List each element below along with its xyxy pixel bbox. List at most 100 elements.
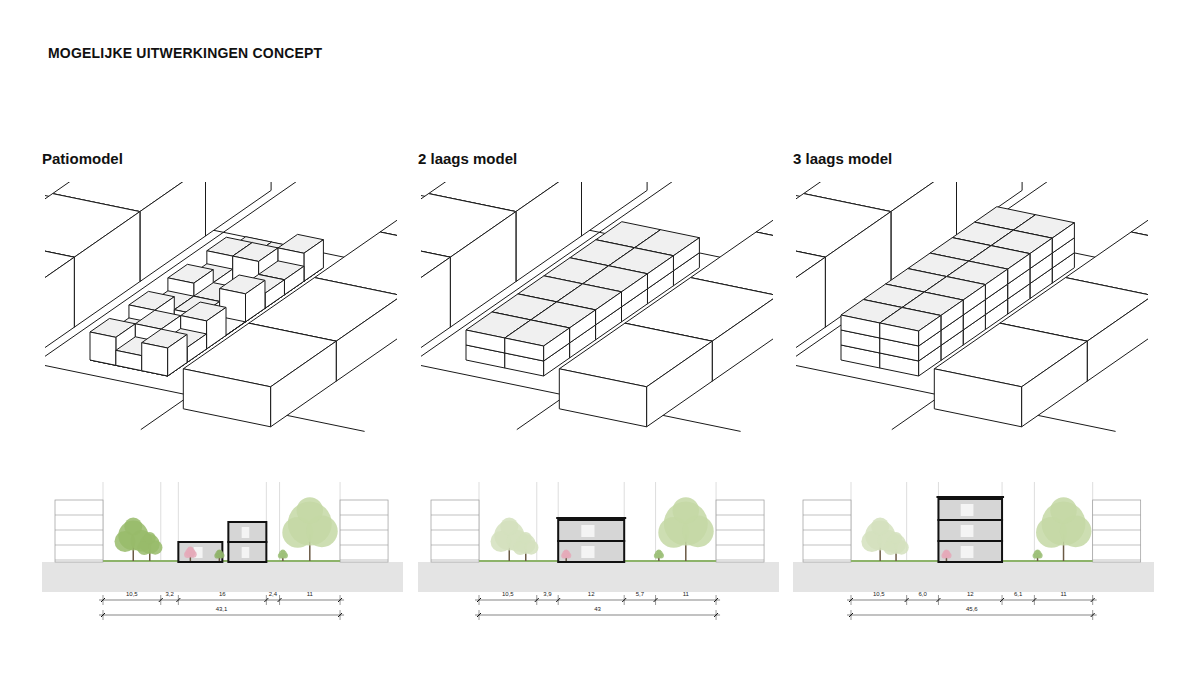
storey-section — [228, 522, 266, 542]
extension-line — [1034, 595, 1035, 605]
surrounding-block — [712, 296, 773, 382]
dimension-line — [475, 600, 720, 601]
extension-line — [279, 595, 280, 605]
tree-crown — [280, 549, 285, 554]
dimension-label: 10,5 — [126, 591, 138, 598]
floor-line — [431, 545, 479, 546]
dimension-line — [475, 615, 720, 616]
iso-view — [796, 182, 1148, 431]
dwelling-unit — [142, 343, 168, 376]
extension-line — [340, 595, 341, 605]
storey-section — [228, 542, 266, 562]
dwelling-unit — [622, 274, 648, 307]
tree-crown — [656, 549, 661, 554]
floor-line — [1093, 530, 1141, 531]
grid-line — [279, 482, 280, 562]
dimension-label: 11 — [1060, 591, 1066, 598]
extension-line — [479, 610, 480, 620]
floor-line — [803, 545, 851, 546]
dimension-label: 12 — [588, 591, 595, 598]
window — [581, 546, 594, 558]
extension-line — [1092, 610, 1093, 620]
window — [581, 525, 594, 537]
tree-crown — [144, 532, 156, 544]
extension-line — [103, 595, 104, 605]
surrounding-block — [1022, 341, 1088, 427]
dimension-label: 11 — [307, 591, 313, 598]
surrounding-block — [336, 296, 397, 382]
dimension-label: 3,2 — [165, 591, 173, 598]
surrounding-block — [206, 182, 272, 236]
extension-line — [624, 595, 625, 605]
floor-line — [1093, 545, 1141, 546]
dwelling-unit — [570, 310, 596, 343]
dwelling-unit — [673, 238, 699, 271]
dimension-label: 43 — [594, 606, 601, 613]
grid-line — [1034, 482, 1035, 562]
dwelling-unit — [1008, 254, 1030, 284]
floor-line — [55, 545, 103, 546]
grid-line — [655, 482, 656, 562]
model-heading: 2 laags model — [418, 151, 517, 168]
storey-section — [178, 542, 222, 562]
floor-line — [340, 545, 388, 546]
floor-line — [716, 560, 764, 561]
dimension-label: 45,6 — [966, 606, 978, 613]
tree-crown — [500, 518, 518, 536]
floor-line — [55, 515, 103, 516]
roof — [936, 496, 1004, 498]
extension-line — [340, 610, 341, 620]
floor-line — [340, 530, 388, 531]
dimension-label: 3,9 — [543, 591, 551, 598]
dimension-label: 11 — [683, 591, 689, 598]
dimension-line — [847, 600, 1097, 601]
dwelling-unit — [841, 315, 880, 338]
extension-line — [178, 595, 179, 605]
extension-line — [655, 595, 656, 605]
dwelling-unit — [1052, 223, 1074, 253]
extension-line — [906, 595, 907, 605]
dimension-line — [99, 600, 344, 601]
window — [242, 547, 250, 558]
title: MOGELIJKE UITWERKINGEN CONCEPT — [48, 46, 322, 61]
floor-line — [803, 515, 851, 516]
storey-section — [938, 520, 1002, 541]
dimension-label: 16 — [219, 591, 226, 598]
tree-crown — [1035, 549, 1040, 554]
dimension-line — [847, 615, 1097, 616]
tree-crown — [1050, 497, 1076, 523]
tree-crown — [297, 497, 323, 523]
dwelling-unit — [647, 256, 673, 289]
floor-line — [431, 560, 479, 561]
dwelling-unit — [116, 350, 142, 370]
dimension-label: 12 — [967, 591, 974, 598]
neighbour-building — [803, 500, 851, 562]
extension-line — [851, 610, 852, 620]
dimension-label: 43,1 — [216, 606, 228, 613]
window — [242, 527, 250, 538]
storey-section — [938, 499, 1002, 520]
dwelling-unit — [505, 338, 544, 361]
extension-line — [1092, 595, 1093, 605]
tree-crown — [890, 532, 902, 544]
tree-crown — [871, 518, 889, 536]
floor-line — [716, 530, 764, 531]
floor-line — [1093, 560, 1141, 561]
dimension-label: 10,5 — [873, 591, 885, 598]
floor-line — [55, 560, 103, 561]
extension-line — [1002, 595, 1003, 605]
floor-line — [716, 515, 764, 516]
extension-line — [266, 595, 267, 605]
dwelling-unit — [963, 285, 985, 315]
floor-line — [716, 545, 764, 546]
surrounding-block — [796, 257, 825, 373]
iso-view — [421, 182, 773, 431]
dimension-label: 6,1 — [1014, 591, 1022, 598]
extension-line — [536, 595, 537, 605]
neighbour-building — [55, 500, 103, 562]
dwelling-unit — [544, 328, 570, 361]
ground — [42, 562, 403, 592]
floor-line — [1093, 515, 1141, 516]
window — [961, 525, 974, 537]
dimension-label: 10,5 — [502, 591, 514, 598]
